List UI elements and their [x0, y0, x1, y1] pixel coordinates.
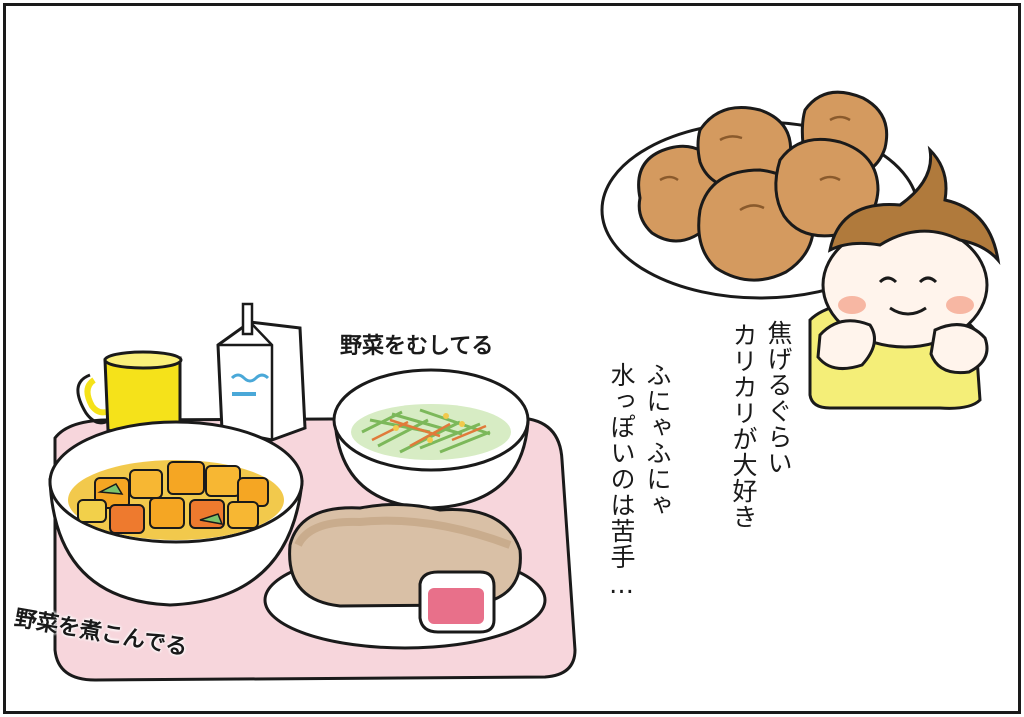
child — [808, 145, 1001, 410]
text-crispy-line2: カリカリが大好き — [729, 322, 758, 530]
karaage-plate — [600, 90, 920, 300]
salad-bowl — [332, 368, 530, 510]
milk-carton — [216, 302, 307, 442]
yellow-cup — [76, 350, 183, 438]
text-soggy-line2: 水っぽいのは苦手… — [607, 362, 636, 600]
text-soggy-line1: ふにゃふにゃ — [643, 362, 672, 518]
caption-peeled-vegetables: 野菜をむしてる — [340, 334, 494, 359]
text-crispy-line1: 焦げるぐらい — [764, 320, 793, 476]
stew-bowl — [48, 420, 304, 607]
bread-plate — [263, 502, 547, 650]
panel-border — [3, 3, 1021, 714]
